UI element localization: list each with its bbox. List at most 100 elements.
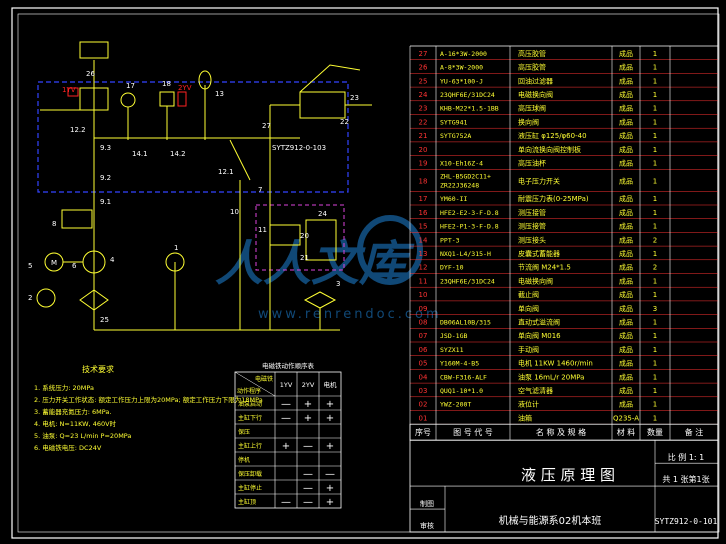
part-material: 成品 xyxy=(619,208,633,217)
part-qty: 1 xyxy=(653,105,657,113)
solenoid-cell: — xyxy=(303,441,313,452)
motor-label: M xyxy=(51,259,57,267)
organization: 机械与能源系02机本班 xyxy=(499,514,602,527)
label-5: 5 xyxy=(28,262,32,270)
part-name: 液压缸 φ125/φ60-40 xyxy=(518,131,587,140)
part-name: 回油过滤器 xyxy=(518,76,553,85)
part-no: 04 xyxy=(419,373,428,381)
part-no: 15 xyxy=(419,223,428,231)
red-components xyxy=(67,87,187,107)
part-code: YWZ-200T xyxy=(440,401,471,409)
part-no: 19 xyxy=(419,159,428,167)
part-code: CBW-F316-ALF xyxy=(440,373,487,381)
label-14-1: 14.1 xyxy=(132,150,148,158)
label-18: 18 xyxy=(162,80,171,88)
solenoid-corner-bottom: 动作程序 xyxy=(237,387,261,395)
part-code: 23QHF6E/31DC24 xyxy=(440,277,495,285)
part-qty: 1 xyxy=(653,373,657,381)
label-14-2: 14.2 xyxy=(170,150,186,158)
part-code: SYTG752A xyxy=(440,132,471,140)
part-no: 18 xyxy=(419,177,428,185)
part-material: 成品 xyxy=(619,76,633,85)
part-material: 成品 xyxy=(619,386,633,395)
part-qty: 1 xyxy=(653,332,657,340)
part-material: 成品 xyxy=(619,263,633,272)
part-name: 高压油杯 xyxy=(518,158,546,167)
part-no: 02 xyxy=(419,401,428,409)
part-code: A-16*3W-2000 xyxy=(440,50,487,58)
solenoid-row-label: 保压卸载 xyxy=(238,470,262,478)
part-qty: 1 xyxy=(653,146,657,154)
watermark: 人人文库 www.renrendoc.com xyxy=(215,215,439,322)
label-24: 24 xyxy=(318,210,327,218)
tech-item: 5. 油泵: Q=23 L/min P=20MPa xyxy=(34,431,131,440)
part-name: 测压接管 xyxy=(518,222,546,231)
part-material: Q235-A xyxy=(613,414,639,422)
part-material: 成品 xyxy=(619,63,633,72)
part-material: 成品 xyxy=(619,290,633,299)
part-material: 成品 xyxy=(619,372,633,381)
solenoid-row-label: 主缸上行 xyxy=(238,442,262,450)
parts-header-cell: 图 号 代 号 xyxy=(453,427,493,437)
label-8: 8 xyxy=(52,220,56,228)
part-qty: 1 xyxy=(653,291,657,299)
part-material: 成品 xyxy=(619,117,633,126)
part-no: 27 xyxy=(419,50,428,58)
part-qty: 1 xyxy=(653,64,657,72)
label-26: 26 xyxy=(86,70,95,78)
part-code: KHB-M22*1.5-1BB xyxy=(440,105,499,113)
label-1: 1 xyxy=(174,244,178,252)
part-no: 25 xyxy=(419,77,428,85)
label-12-2: 12.2 xyxy=(70,126,86,134)
part-material: 成品 xyxy=(619,331,633,340)
part-no: 06 xyxy=(419,346,428,354)
manifold-code: SYTZ912-0-103 xyxy=(272,144,326,152)
drawing-title: 液 压 原 理 图 xyxy=(521,466,615,484)
label-6: 6 xyxy=(72,262,77,270)
part-code: ZHL-B5GD2C11+ xyxy=(440,172,491,180)
solenoid-row-label: 主缸顶 xyxy=(238,498,256,506)
part-qty: 2 xyxy=(653,264,657,272)
label-3: 3 xyxy=(336,280,340,288)
solenoid-cell: + xyxy=(326,441,334,452)
part-material: 成品 xyxy=(619,131,633,140)
part-no: 22 xyxy=(419,118,428,126)
part-material: 成品 xyxy=(619,158,633,167)
part-qty: 2 xyxy=(653,236,657,244)
part-qty: 1 xyxy=(653,50,657,58)
part-qty: 1 xyxy=(653,77,657,85)
part-code: YM60-II xyxy=(440,195,467,203)
part-no: 14 xyxy=(419,236,428,244)
solenoid-cell: — xyxy=(325,469,335,480)
part-no: 16 xyxy=(419,209,428,217)
part-qty: 1 xyxy=(653,360,657,368)
tech-title: 技术要求 xyxy=(82,364,114,374)
tech-item: 2. 压力开关工作状态: 额定工作压力上限为20MPa; 额定工作压力下限为18… xyxy=(34,395,263,404)
label-10: 10 xyxy=(230,208,239,216)
part-qty: 1 xyxy=(653,401,657,409)
label-21: 21 xyxy=(300,254,309,262)
part-no: 20 xyxy=(419,146,428,154)
solenoid-cell: + xyxy=(326,399,334,410)
label-20: 20 xyxy=(300,232,309,240)
part-qty: 1 xyxy=(653,209,657,217)
solenoid-cell: — xyxy=(303,497,313,508)
inner-frame xyxy=(17,13,720,533)
part-code: A-8*3W-2000 xyxy=(440,64,483,72)
part-name: 测压接管 xyxy=(518,208,546,217)
part-material: 成品 xyxy=(619,317,633,326)
part-name: 测压接头 xyxy=(518,235,546,244)
part-qty: 1 xyxy=(653,387,657,395)
solenoid-cell: — xyxy=(303,469,313,480)
part-qty: 1 xyxy=(653,223,657,231)
